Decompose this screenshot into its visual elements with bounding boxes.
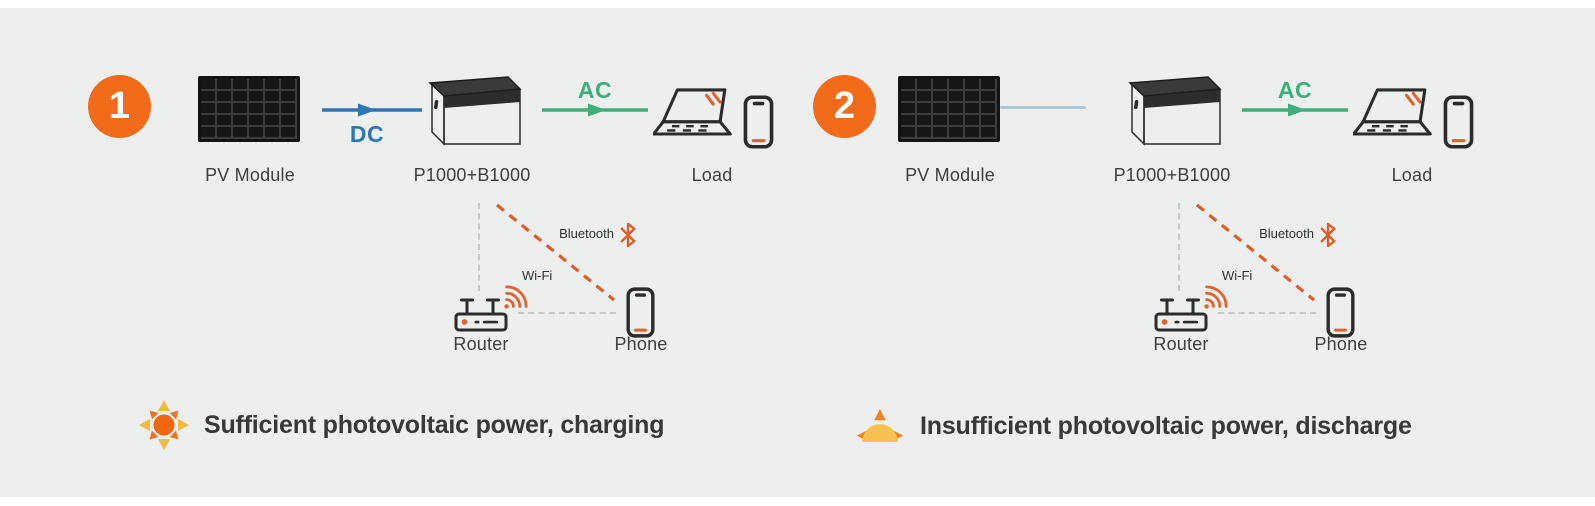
pv-module-icon [898,76,1000,142]
station-label: P1000+B1000 [413,165,531,185]
ac-label: AC [577,77,613,103]
step-badge-1: 1 [88,75,151,138]
bluetooth-icon [1320,222,1336,248]
pv-module-label: PV Module [905,165,995,185]
power-station-icon [1128,76,1222,146]
scenario-1-panel: 1 PV Module DC P1000+B1000 AC Load [70,60,774,390]
power-station-icon [428,76,522,146]
caption-2: Insufficient photovoltaic power, dischar… [853,402,1412,450]
vertical-dashed-line [478,203,480,291]
router-label: Router [453,334,509,354]
ac-arrow-icon [1242,103,1348,117]
phone-label: Phone [1314,334,1368,354]
bluetooth-icon [620,222,636,248]
wifi-icon [504,285,528,309]
laptop-icon [653,88,732,136]
scenario-2-panel: 2 PV Module P1000+B1000 AC Load Bluetoot… [770,60,1474,390]
router-label: Router [1153,334,1209,354]
pale-connector-line [1000,106,1086,109]
pv-module-icon [198,76,300,142]
load-phone-icon [1443,95,1474,149]
caption-text: Sufficient photovoltaic power, charging [204,410,665,439]
router-icon [454,298,508,332]
pv-module-label: PV Module [205,165,295,185]
load-label: Load [1391,165,1433,185]
conn-phone-icon [626,287,655,338]
bluetooth-label: Bluetooth [1259,226,1314,241]
vertical-dashed-line [1178,203,1180,291]
router-icon [1154,298,1208,332]
conn-phone-icon [1326,287,1355,338]
station-label: P1000+B1000 [1113,165,1231,185]
caption-text: Insufficient photovoltaic power, dischar… [920,411,1412,440]
sun-half-icon [856,408,904,442]
dc-label: DC [349,121,385,147]
caption-1: Sufficient photovoltaic power, charging [137,398,664,452]
wifi-label: Wi-Fi [1222,268,1253,283]
dc-arrow-icon [322,103,422,117]
laptop-icon [1353,88,1432,136]
phone-label: Phone [614,334,668,354]
ac-label: AC [1277,77,1313,103]
wifi-icon [1204,285,1228,309]
wifi-label: Wi-Fi [522,268,553,283]
load-label: Load [691,165,733,185]
ac-arrow-icon [542,103,648,117]
router-phone-dashed-line [1218,312,1316,314]
router-phone-dashed-line [518,312,616,314]
sun-full-icon [139,400,189,450]
step-badge-2: 2 [813,75,876,138]
load-phone-icon [743,95,774,149]
bluetooth-label: Bluetooth [559,226,614,241]
